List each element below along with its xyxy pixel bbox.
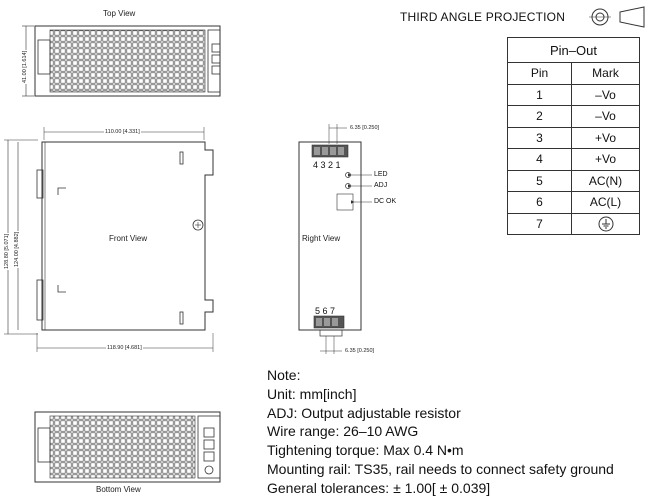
projection-symbol-icon [589,6,645,28]
note-line: Unit: mm[inch] [267,385,357,402]
top-view-label: Top View [103,9,136,18]
pin-number: 3 [507,126,572,149]
pin-number: 6 [507,191,572,214]
right-view-label: Right View [302,234,341,243]
pin-mark: +Vo [571,126,640,149]
front-view-drawing [4,127,214,352]
pin-mark: AC(N) [571,169,640,192]
dim-width-top: 110.00 [4.331] [104,129,141,135]
note-line: General tolerances: ± 1.00[ ± 0.039] [267,479,491,496]
pinout-row: 1–Vo [507,83,640,106]
note-line: Wire range: 26–10 AWG [267,423,419,440]
pinout-header-pin: Pin [507,62,572,85]
note-heading: Note: [267,367,301,383]
note-line: Tightening torque: Max 0.4 N•m [267,442,464,459]
pinout-title: Pin–Out [507,37,640,63]
dim-height-inner: 124.00 [4.882] [14,230,20,268]
ground-icon [571,212,640,235]
pin-number: 2 [507,105,572,128]
dim-width-bottom: 118.90 [4.681] [106,345,143,351]
dim-height-outer: 128.80 [5.071] [4,232,10,270]
pin-mark: AC(L) [571,191,640,214]
terminal-bottom-numbers: 5 6 7 [315,306,336,316]
pinout-row: 7 [507,212,640,235]
pinout-row: 2–Vo [507,105,640,128]
dim-pitch-top: 6.35 [0.250] [349,125,381,131]
note-line: ADJ: Output adjustable resistor [267,404,461,421]
pin-number: 5 [507,169,572,192]
top-view-drawing [22,25,221,97]
pin-number: 7 [507,212,572,235]
notes-block: Note: Unit: mm[inch] ADJ: Output adjusta… [267,366,614,498]
projection-title: THIRD ANGLE PROJECTION [400,10,566,24]
bottom-view-drawing [34,411,221,483]
adj-label: ADJ [374,182,388,189]
led-label: LED [374,171,388,178]
dim-top-height: 41.00 [1.614] [22,49,28,84]
pinout-row: 4+Vo [507,148,640,171]
pin-mark: –Vo [571,105,640,128]
pinout-header-mark: Mark [571,62,640,85]
dc-ok-label: DC OK [374,198,397,205]
pin-mark: +Vo [571,148,640,171]
bottom-view-label: Bottom View [96,485,141,494]
front-view-label: Front View [109,234,148,243]
note-line: Mounting rail: TS35, rail needs to conne… [267,460,614,477]
pin-mark: –Vo [571,83,640,106]
pinout-row: 3+Vo [507,126,640,149]
pin-number: 4 [507,148,572,171]
pin-number: 1 [507,83,572,106]
right-view-drawing [298,124,372,354]
terminal-top-numbers: 4 3 2 1 [313,160,341,170]
dim-pitch-bottom: 6.35 [0.250] [344,348,376,354]
